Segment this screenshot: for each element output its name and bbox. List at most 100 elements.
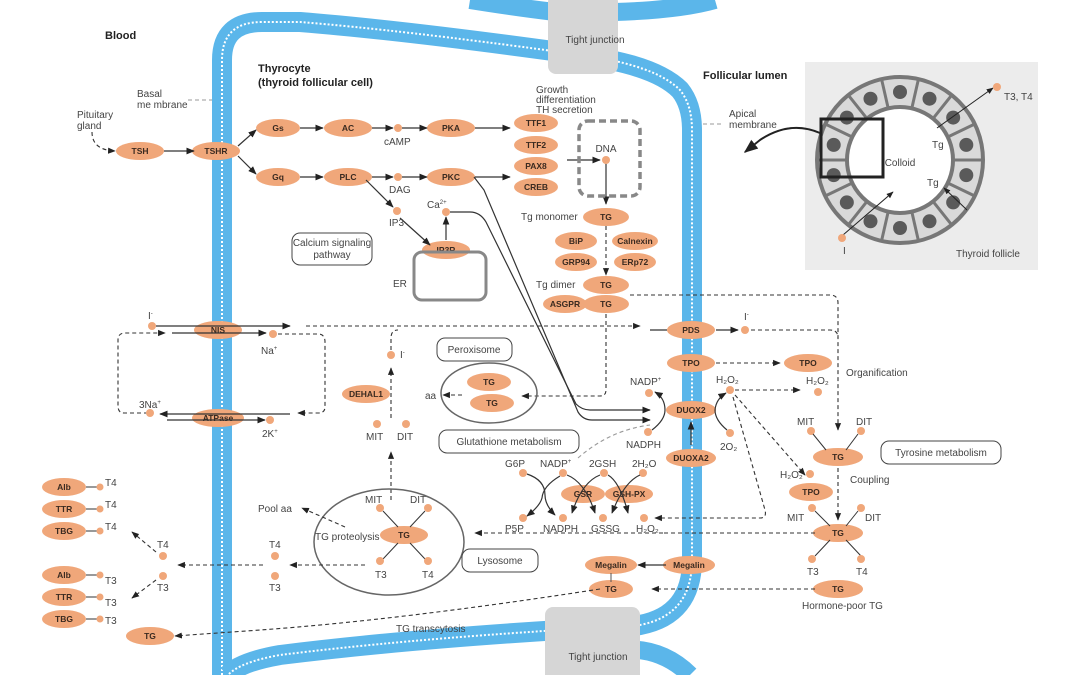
recycled-iodide-dot <box>387 351 395 359</box>
protein-node-pax8: PAX8 <box>514 157 558 175</box>
carrier-bonds: T4 T4 T4 T3 T3 T3 <box>86 478 117 627</box>
protein-node-tg: TG <box>589 580 633 598</box>
svg-text:T3: T3 <box>105 576 117 587</box>
coupled-tg: MIT DIT T3 T4 <box>787 504 881 578</box>
protein-node-label: PKA <box>442 123 460 133</box>
t4-to-carriers-arrow <box>131 531 157 553</box>
glutathione-link <box>577 424 651 459</box>
nadph-to-nadp-arrow <box>651 391 666 431</box>
glutathione-metabolism-box[interactable] <box>438 429 580 454</box>
calcium-signaling-pathway-box[interactable] <box>291 232 373 266</box>
protein-node-label: TTR <box>56 504 73 514</box>
lysosome-products: MIT DIT T3 T4 <box>365 495 434 581</box>
pituitary-to-tsh-arrow <box>91 131 116 154</box>
svg-text:T4: T4 <box>856 567 868 578</box>
svg-text:NADPH: NADPH <box>543 524 578 535</box>
svg-text:T3: T3 <box>375 570 387 581</box>
svg-text:MIT: MIT <box>365 495 382 506</box>
protein-node-label: TTR <box>56 592 73 602</box>
protein-node-nis: NIS <box>194 321 242 339</box>
protein-node-label: TG <box>832 584 844 594</box>
protein-node-label: AC <box>342 123 354 133</box>
protein-node-label: TTF2 <box>526 140 547 150</box>
protein-node-label: PAX8 <box>525 161 547 171</box>
inset-zoom-arrow <box>743 126 821 153</box>
lysosome-label: Lysosome <box>477 556 523 567</box>
protein-node-label: TG <box>605 584 617 594</box>
tight-junction-top: Tight junction <box>548 0 625 74</box>
svg-text:I-: I- <box>148 311 153 322</box>
svg-text:T4: T4 <box>105 522 117 533</box>
inset-tg-in-label: Tg <box>927 178 939 189</box>
pkc-to-duox2-arrow <box>473 176 651 424</box>
protein-node-tg: TG <box>470 394 514 412</box>
protein-node-tg: TG <box>583 276 629 294</box>
protein-node-tpo: TPO <box>789 483 833 501</box>
h2o2-dot <box>726 386 734 394</box>
protein-node-erp72: ERp72 <box>614 253 656 271</box>
protein-node-label: Calnexin <box>617 236 652 246</box>
protein-node-label: TG <box>398 530 410 540</box>
lysosome-box[interactable] <box>461 548 539 573</box>
organification-label: Organification <box>846 368 908 379</box>
protein-node-pka: PKA <box>427 119 475 137</box>
follicle-cell-nucleus <box>826 137 841 152</box>
camp-dot <box>394 124 402 132</box>
signaling-arrows <box>164 124 610 246</box>
cell-t4-dot <box>271 552 279 560</box>
protein-node-label: TG <box>486 398 498 408</box>
protein-node-ttr: TTR <box>42 588 86 606</box>
follicle-cell-nucleus <box>863 214 878 229</box>
region-thyrocyte-sub: (thyroid follicular cell) <box>258 77 373 89</box>
inset-t3t4-label: T3, T4 <box>1004 92 1033 103</box>
colloid-label: Colloid <box>885 158 916 169</box>
ca-label: Ca2+ <box>427 200 447 211</box>
protein-node-ttf2: TTF2 <box>514 136 558 154</box>
thyroid-follicle-inset: Colloid Tg Tg T3, T4 I Thyroid follicle <box>743 62 1038 270</box>
protein-node-duox2: DUOX2 <box>666 401 716 419</box>
iodinated-tg: MIT DIT <box>797 417 872 451</box>
follicle-cell-nucleus <box>893 85 907 99</box>
svg-text:2H₂O: 2H₂O <box>632 459 657 470</box>
svg-text:MIT: MIT <box>787 513 804 524</box>
protein-node-alb: Alb <box>42 566 86 584</box>
follicle-cell-border <box>931 94 953 120</box>
protein-node-label: Gs <box>272 123 284 133</box>
coupling-h2o2-label: H₂O₂ <box>780 470 803 481</box>
follicle-cell-nucleus <box>826 168 841 183</box>
protein-node-tg: TG <box>380 526 428 544</box>
growth-label-2: differentiation <box>536 95 596 106</box>
follicle-cell-nucleus <box>863 91 878 106</box>
protein-node-gshpx: GSH-PX <box>605 485 653 503</box>
peroxisome-box[interactable] <box>436 337 513 362</box>
apical-membrane-label: Apical <box>729 109 756 120</box>
protein-node-label: PDS <box>682 325 700 335</box>
nadp-label: NADP+ <box>630 377 662 388</box>
growth-label-3: TH secretion <box>536 105 593 116</box>
follicle-cell-border <box>824 122 853 139</box>
protein-node-label: GRP94 <box>562 257 590 267</box>
svg-text:G6P: G6P <box>505 459 525 470</box>
tg-to-peroxisome-arrow <box>521 314 607 400</box>
follicle-cell-nucleus <box>839 195 854 210</box>
pool-aa-label: Pool aa <box>258 504 292 515</box>
svg-text:DIT: DIT <box>856 417 872 428</box>
tyrosine-metabolism-box[interactable] <box>880 440 1002 465</box>
follicle-cell-border <box>931 200 953 226</box>
svg-text:T3: T3 <box>105 616 117 627</box>
nis-transport: I- Na+ 3Na+ 2K+ <box>117 311 326 440</box>
peroxisome-label: Peroxisome <box>448 345 501 356</box>
mit-label: MIT <box>366 432 383 443</box>
tyrosine-label: Tyrosine metabolism <box>895 448 987 459</box>
er-shape <box>412 250 488 302</box>
inset-tg-out-label: Tg <box>932 140 944 151</box>
lumen-iodide-label: I- <box>744 312 749 323</box>
ip3-dot <box>393 207 401 215</box>
dit-label: DIT <box>397 432 413 443</box>
protein-node-label: Alb <box>57 570 71 580</box>
aa-label: aa <box>425 391 437 402</box>
calcium-box-label: Calcium signaling <box>293 238 371 249</box>
svg-text:GSSG: GSSG <box>591 524 620 535</box>
follicle-cell-nucleus <box>893 221 907 235</box>
